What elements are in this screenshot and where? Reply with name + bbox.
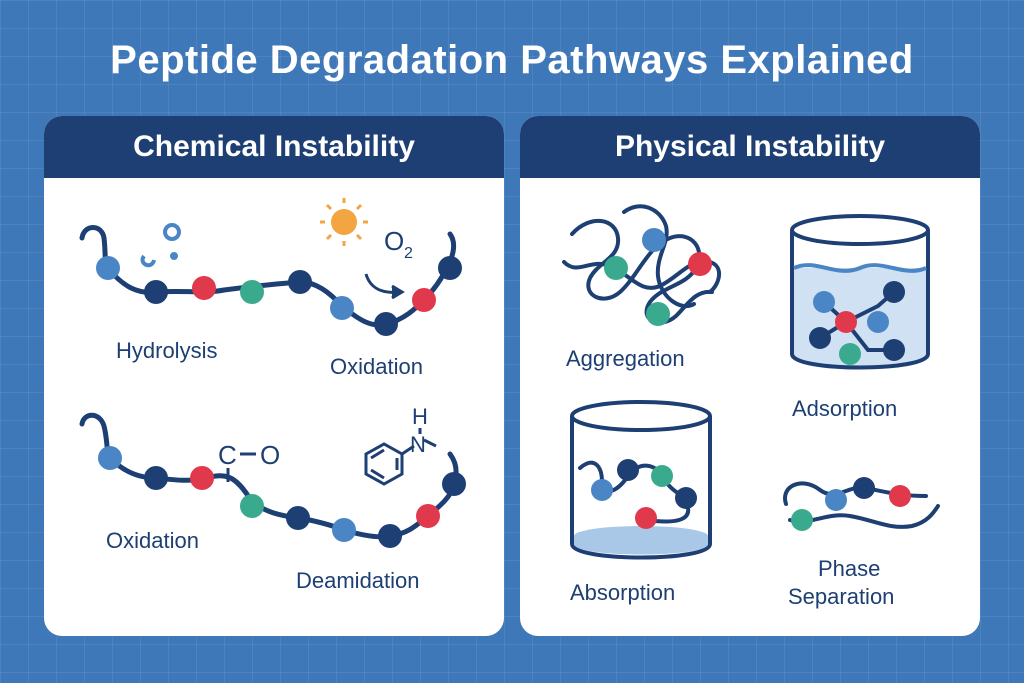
residue [883, 339, 905, 361]
residue [688, 252, 712, 276]
residue [330, 296, 354, 320]
residue [791, 509, 813, 531]
chemical-instability-header: Chemical Instability [44, 116, 504, 178]
phase-label-line1: Phase [818, 556, 880, 581]
oxidation-label-top: Oxidation [330, 354, 423, 379]
benzene-ring-icon [364, 428, 437, 486]
residue [591, 479, 613, 501]
amine-n: N [410, 432, 426, 457]
residue [98, 446, 122, 470]
residue [883, 281, 905, 303]
residue [617, 459, 639, 481]
residue [642, 228, 666, 252]
o2-subscript: 2 [404, 245, 413, 262]
carbonyl-o: O [260, 440, 280, 470]
residue [889, 485, 911, 507]
amine-h: H [412, 404, 428, 429]
residue [646, 302, 670, 326]
residue [839, 343, 861, 365]
residue [853, 477, 875, 499]
residue [651, 465, 673, 487]
carbonyl-c: C [218, 440, 237, 470]
residue [374, 312, 398, 336]
chemical-diagram: O 2 Hydrolysis Oxidation C O [79, 198, 466, 593]
o2-symbol: O [384, 226, 404, 256]
residue [438, 256, 462, 280]
residue [867, 311, 889, 333]
residue [286, 506, 310, 530]
residue [416, 504, 440, 528]
residue [635, 507, 657, 529]
water-drops-icon [140, 223, 181, 268]
container-icon [570, 400, 712, 560]
residue [144, 280, 168, 304]
adsorption-label: Adsorption [792, 396, 897, 421]
physical-instability-header: Physical Instability [520, 116, 980, 178]
residue [835, 311, 857, 333]
physical-instability-panel: Physical Instability Aggregation [520, 116, 980, 636]
residue [675, 487, 697, 509]
residue [604, 256, 628, 280]
residue [240, 280, 264, 304]
oxidation-label-bottom: Oxidation [106, 528, 199, 553]
page-title: Peptide Degradation Pathways Explained [110, 38, 914, 82]
residue [809, 327, 831, 349]
residue [144, 466, 168, 490]
residue [825, 489, 847, 511]
sun-icon [320, 198, 368, 246]
residue [96, 256, 120, 280]
arrow-icon [364, 273, 405, 300]
residue [442, 472, 466, 496]
residue [412, 288, 436, 312]
chemical-instability-panel: Chemical Instability O [44, 116, 504, 636]
residue [332, 518, 356, 542]
deamidation-label: Deamidation [296, 568, 420, 593]
residue [240, 494, 264, 518]
aggregation-label: Aggregation [566, 346, 685, 371]
physical-diagram: Aggregation Adsorption [562, 204, 940, 609]
hydrolysis-label: Hydrolysis [116, 338, 217, 363]
residue [813, 291, 835, 313]
residue [378, 524, 402, 548]
absorption-label: Absorption [570, 580, 675, 605]
residue [192, 276, 216, 300]
residue [288, 270, 312, 294]
residue [190, 466, 214, 490]
phase-label-line2: Separation [788, 584, 894, 609]
